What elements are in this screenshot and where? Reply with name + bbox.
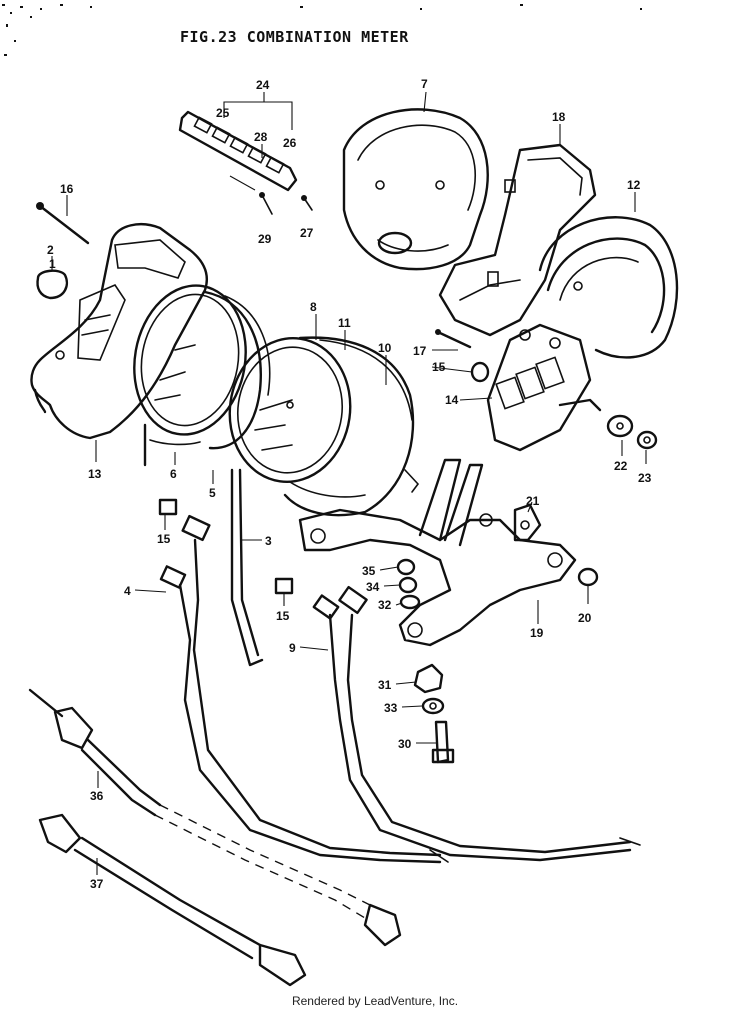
meter-cables bbox=[28, 688, 402, 987]
callout-15-upper: 15 bbox=[432, 360, 446, 374]
callout-20: 20 bbox=[578, 611, 592, 625]
leader-lines bbox=[51, 91, 647, 875]
callout-28: 28 bbox=[254, 130, 268, 144]
screw-and-grommet bbox=[36, 202, 90, 300]
callout-16: 16 bbox=[60, 182, 74, 196]
meter-wiring bbox=[159, 468, 641, 864]
small-hardware bbox=[158, 329, 658, 764]
callout-3: 3 bbox=[265, 534, 272, 548]
callout-1: 1 bbox=[49, 257, 56, 271]
callout-30: 30 bbox=[398, 737, 412, 751]
tachometer bbox=[133, 284, 271, 467]
callout-10: 10 bbox=[378, 341, 392, 355]
callout-5: 5 bbox=[209, 486, 216, 500]
callout-9: 9 bbox=[289, 641, 296, 655]
callout-11: 11 bbox=[338, 316, 351, 330]
indicator-panel-cover bbox=[30, 223, 209, 440]
indicator-bulb-bracket bbox=[486, 323, 602, 452]
callout-13: 13 bbox=[88, 467, 102, 481]
callout-26: 26 bbox=[283, 136, 297, 150]
callout-33: 33 bbox=[384, 701, 398, 715]
callout-36: 36 bbox=[90, 789, 104, 803]
indicator-housing bbox=[438, 143, 597, 337]
callout-8: 8 bbox=[310, 300, 317, 314]
callout-17: 17 bbox=[413, 344, 427, 358]
callout-numbers: 7 18 12 24 25 28 26 29 27 16 2 1 8 11 10… bbox=[47, 77, 652, 891]
figure-title: FIG.23 COMBINATION METER bbox=[180, 28, 409, 46]
callout-31: 31 bbox=[378, 678, 392, 692]
callout-34: 34 bbox=[366, 580, 380, 594]
callout-15-center: 15 bbox=[276, 609, 290, 623]
render-credit: Rendered by LeadVenture, Inc. bbox=[291, 994, 459, 1008]
rear-meter-cover bbox=[342, 108, 489, 271]
callout-12: 12 bbox=[627, 178, 641, 192]
callout-2: 2 bbox=[47, 243, 54, 257]
callout-23: 23 bbox=[638, 471, 652, 485]
callout-24: 24 bbox=[256, 78, 270, 92]
callout-35: 35 bbox=[362, 564, 376, 578]
indicator-lens-bar bbox=[178, 110, 313, 215]
callout-21: 21 bbox=[526, 494, 540, 508]
callout-6: 6 bbox=[170, 467, 177, 481]
callout-15-left: 15 bbox=[157, 532, 171, 546]
callout-27: 27 bbox=[300, 226, 314, 240]
front-meter-cover bbox=[538, 216, 679, 359]
callout-7: 7 bbox=[421, 77, 428, 91]
callout-25: 25 bbox=[216, 106, 230, 120]
callout-14: 14 bbox=[445, 393, 459, 407]
callout-18: 18 bbox=[552, 110, 566, 124]
scan-noise bbox=[2, 4, 642, 56]
meter-bracket bbox=[298, 458, 577, 647]
callout-32: 32 bbox=[378, 598, 392, 612]
callout-29: 29 bbox=[258, 232, 272, 246]
callout-19: 19 bbox=[530, 626, 544, 640]
callout-22: 22 bbox=[614, 459, 628, 473]
callout-37: 37 bbox=[90, 877, 104, 891]
callout-4: 4 bbox=[124, 584, 131, 598]
